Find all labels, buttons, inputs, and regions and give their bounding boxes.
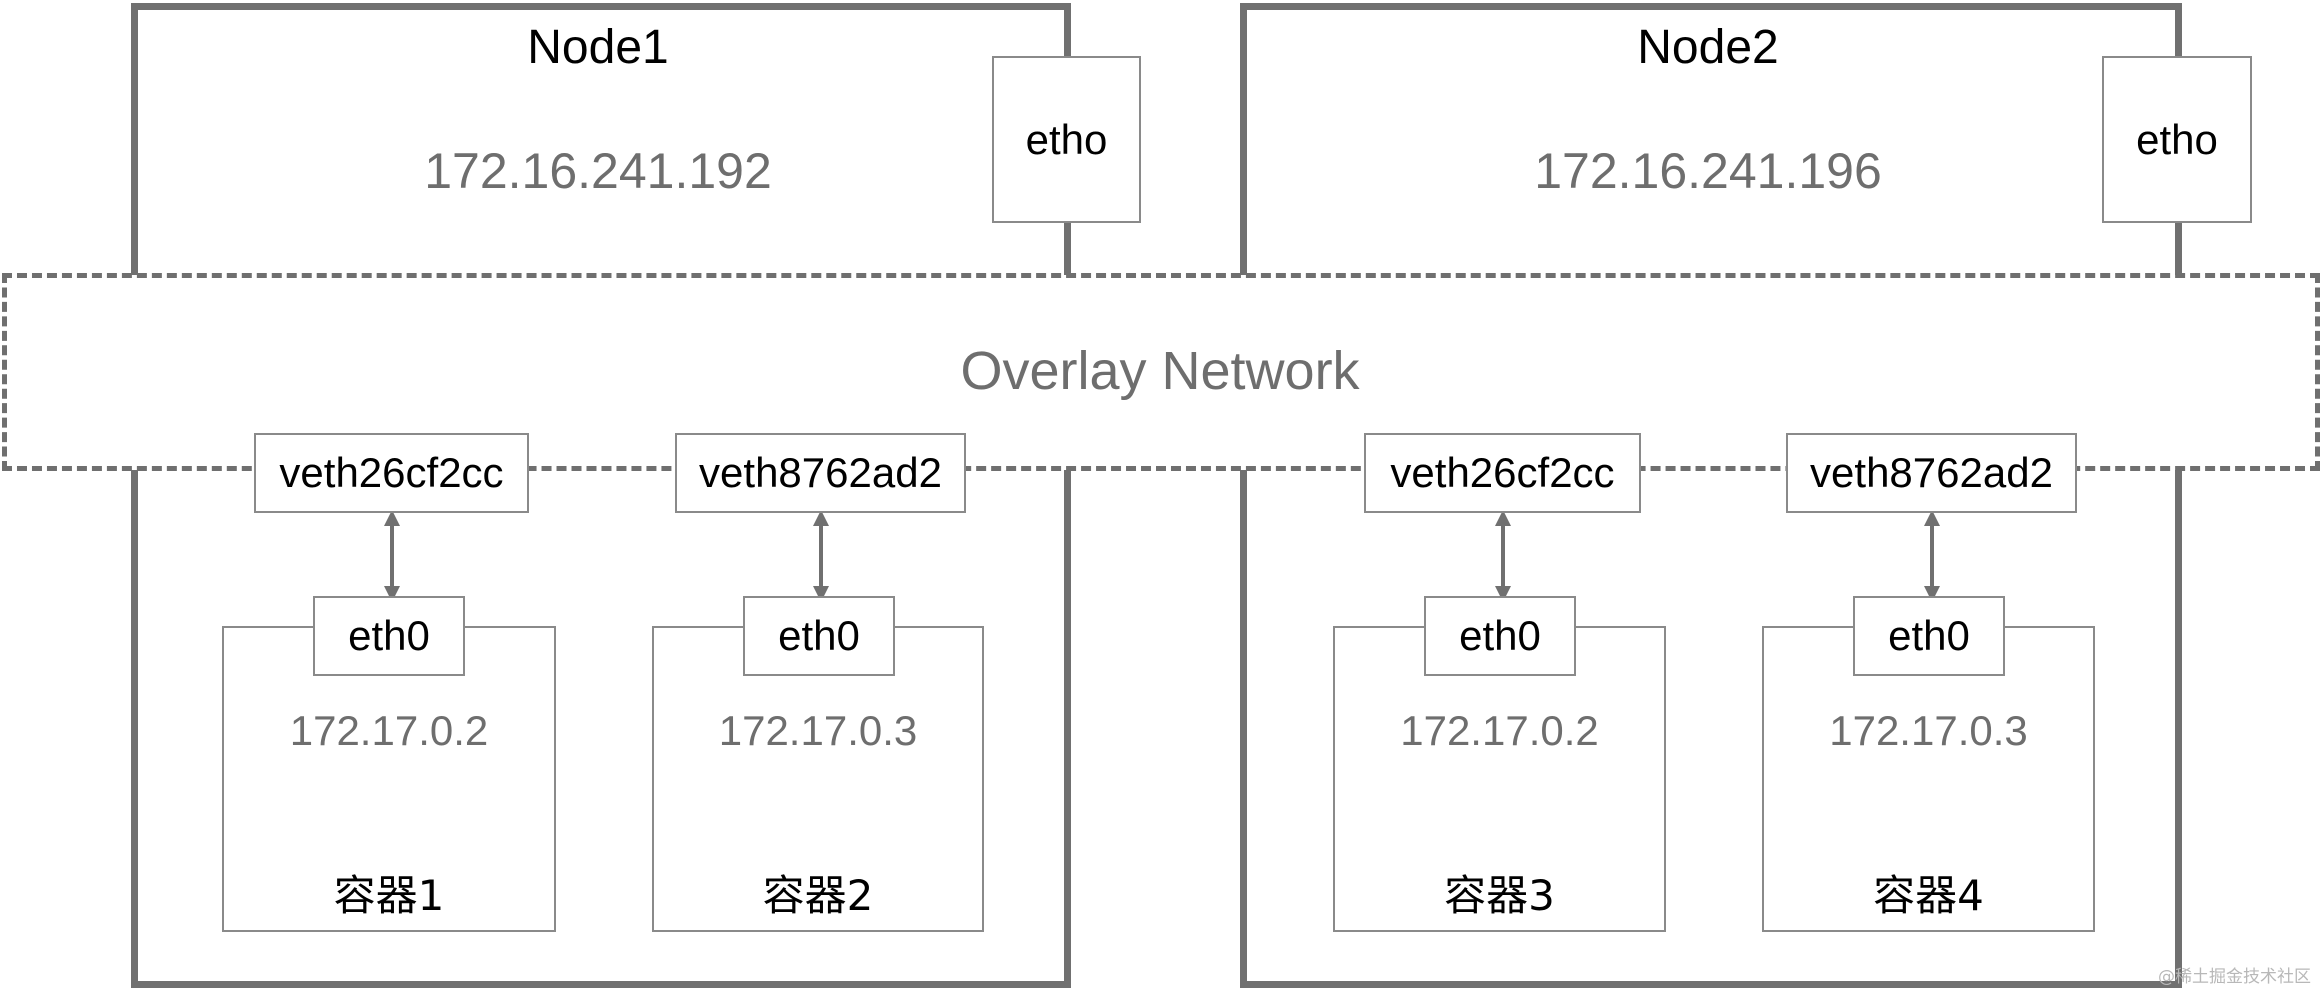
- node2-title: Node2: [1637, 21, 1779, 74]
- container3-veth-box: veth26cf2cc: [1364, 433, 1641, 513]
- watermark: @稀土掘金技术社区: [2158, 967, 2311, 987]
- overlay-network-region: [2, 273, 2320, 471]
- node1-lower-outline: [131, 470, 1071, 988]
- node2-nic-box: etho: [2102, 56, 2252, 223]
- container1-name: 容器1: [333, 871, 445, 920]
- container4-name: 容器4: [1873, 871, 1984, 920]
- container3-eth-box: eth0: [1424, 596, 1576, 676]
- container2-box: [652, 626, 984, 932]
- node1-title: Node1: [527, 21, 669, 74]
- node1-nic-box: etho: [992, 56, 1141, 223]
- node2-ip: 172.16.241.196: [1534, 143, 1882, 199]
- container1-veth-box: veth26cf2cc: [254, 433, 529, 513]
- node2-lower-outline: [1240, 470, 2182, 988]
- container4-eth-box: eth0: [1853, 596, 2005, 676]
- container3-box: [1333, 626, 1666, 932]
- container3-ip: 172.17.0.2: [1400, 707, 1599, 754]
- container3-name: 容器3: [1444, 871, 1555, 920]
- container1-box: [222, 626, 556, 932]
- container4-veth-box: veth8762ad2: [1786, 433, 2077, 513]
- container2-veth-box: veth8762ad2: [675, 433, 966, 513]
- overlay-network-label: Overlay Network: [960, 341, 1360, 401]
- container1-eth-box: eth0: [313, 596, 465, 676]
- container4-ip: 172.17.0.3: [1829, 707, 2028, 754]
- container2-name: 容器2: [762, 871, 874, 920]
- node1-ip: 172.16.241.192: [424, 143, 772, 199]
- container4-box: [1762, 626, 2095, 932]
- container1-ip: 172.17.0.2: [289, 707, 489, 754]
- container2-eth-box: eth0: [743, 596, 895, 676]
- container2-ip: 172.17.0.3: [718, 707, 918, 754]
